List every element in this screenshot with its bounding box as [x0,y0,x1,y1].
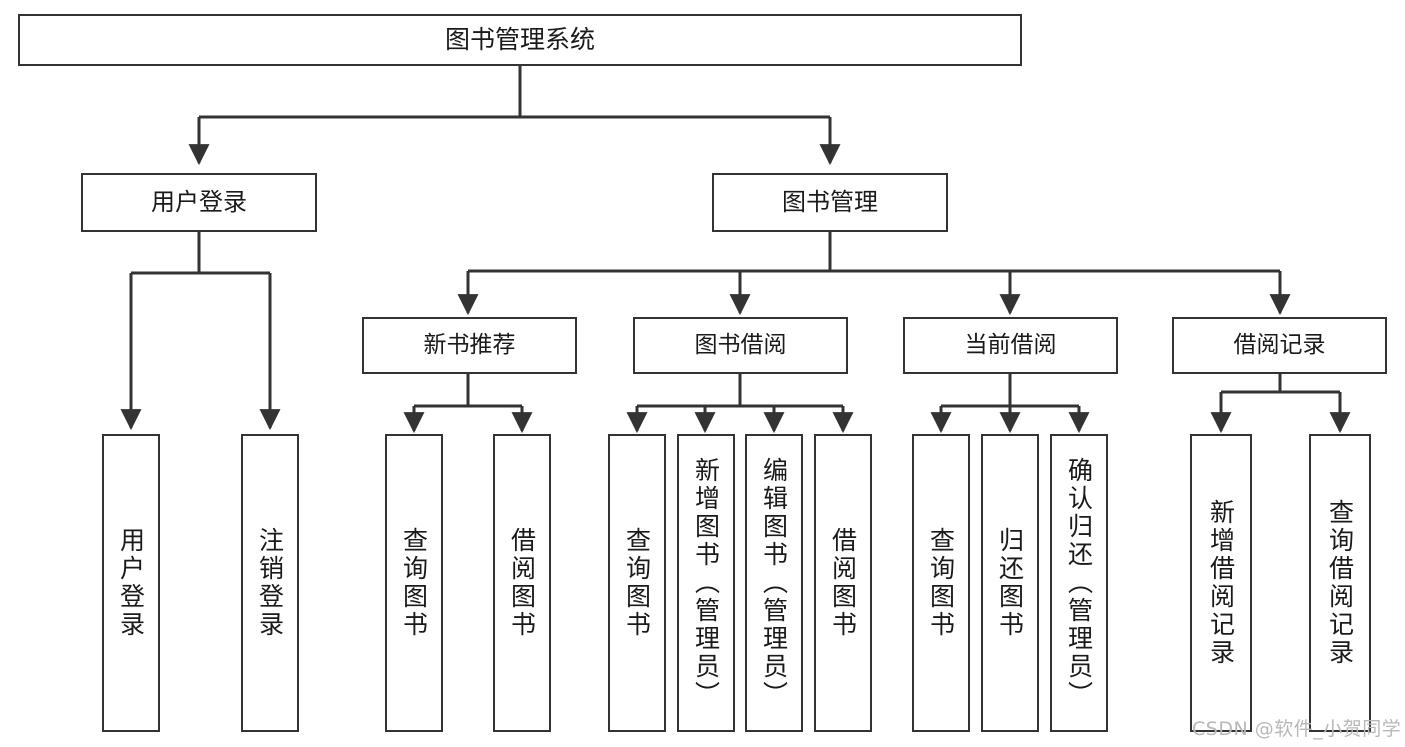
node-label: 新增图书（管理员） [691,457,721,709]
node-label: 新书推荐 [423,331,516,358]
leaf-book-borrow-query-book[interactable]: 查询图书 [608,434,666,732]
leaf-new-book-query-book[interactable]: 查询图书 [385,434,443,732]
node-current-borrow[interactable]: 当前借阅 [903,317,1118,374]
node-label: 图书借阅 [694,331,787,358]
node-label: 借阅图书 [507,527,537,639]
leaf-book-borrow-add-book-admin[interactable]: 新增图书（管理员） [677,434,735,732]
leaf-user-login-signin[interactable]: 用户登录 [102,434,160,732]
node-book-management[interactable]: 图书管理 [712,173,948,232]
leaf-current-borrow-query-book[interactable]: 查询图书 [912,434,970,732]
node-book-borrow[interactable]: 图书借阅 [633,317,848,374]
node-label: 注销登录 [255,527,285,639]
node-new-book-recommend[interactable]: 新书推荐 [362,317,577,374]
leaf-current-borrow-return-book[interactable]: 归还图书 [981,434,1039,732]
node-label: 当前借阅 [964,331,1057,358]
node-user-login[interactable]: 用户登录 [81,173,317,232]
node-label: 图书管理 [782,188,878,217]
node-label: 查询图书 [399,527,429,639]
leaf-borrow-record-add-record[interactable]: 新增借阅记录 [1190,434,1252,732]
node-label: 用户登录 [116,527,146,639]
node-label: 查询图书 [622,527,652,639]
leaf-book-borrow-edit-book-admin[interactable]: 编辑图书（管理员） [745,434,803,732]
node-label: 查询借阅记录 [1325,499,1355,667]
leaf-borrow-record-query-record[interactable]: 查询借阅记录 [1309,434,1371,732]
leaf-new-book-borrow-book[interactable]: 借阅图书 [493,434,551,732]
node-label: 新增借阅记录 [1206,499,1236,667]
node-borrow-record[interactable]: 借阅记录 [1172,317,1387,374]
node-label: 归还图书 [995,527,1025,639]
node-label: 确认归还（管理员） [1064,457,1094,709]
node-label: 用户登录 [151,188,247,217]
leaf-book-borrow-borrow-book[interactable]: 借阅图书 [814,434,872,732]
leaf-current-borrow-confirm-return-admin[interactable]: 确认归还（管理员） [1050,434,1108,732]
node-label: 借阅图书 [828,527,858,639]
node-label: 借阅记录 [1233,331,1326,358]
node-label: 查询图书 [926,527,956,639]
node-root-book-management-system[interactable]: 图书管理系统 [18,14,1022,66]
leaf-user-login-signout[interactable]: 注销登录 [241,434,299,732]
node-label: 图书管理系统 [444,25,595,55]
node-label: 编辑图书（管理员） [759,457,789,709]
csdn-watermark: CSDN @软件_小贺同学 [1192,718,1402,740]
